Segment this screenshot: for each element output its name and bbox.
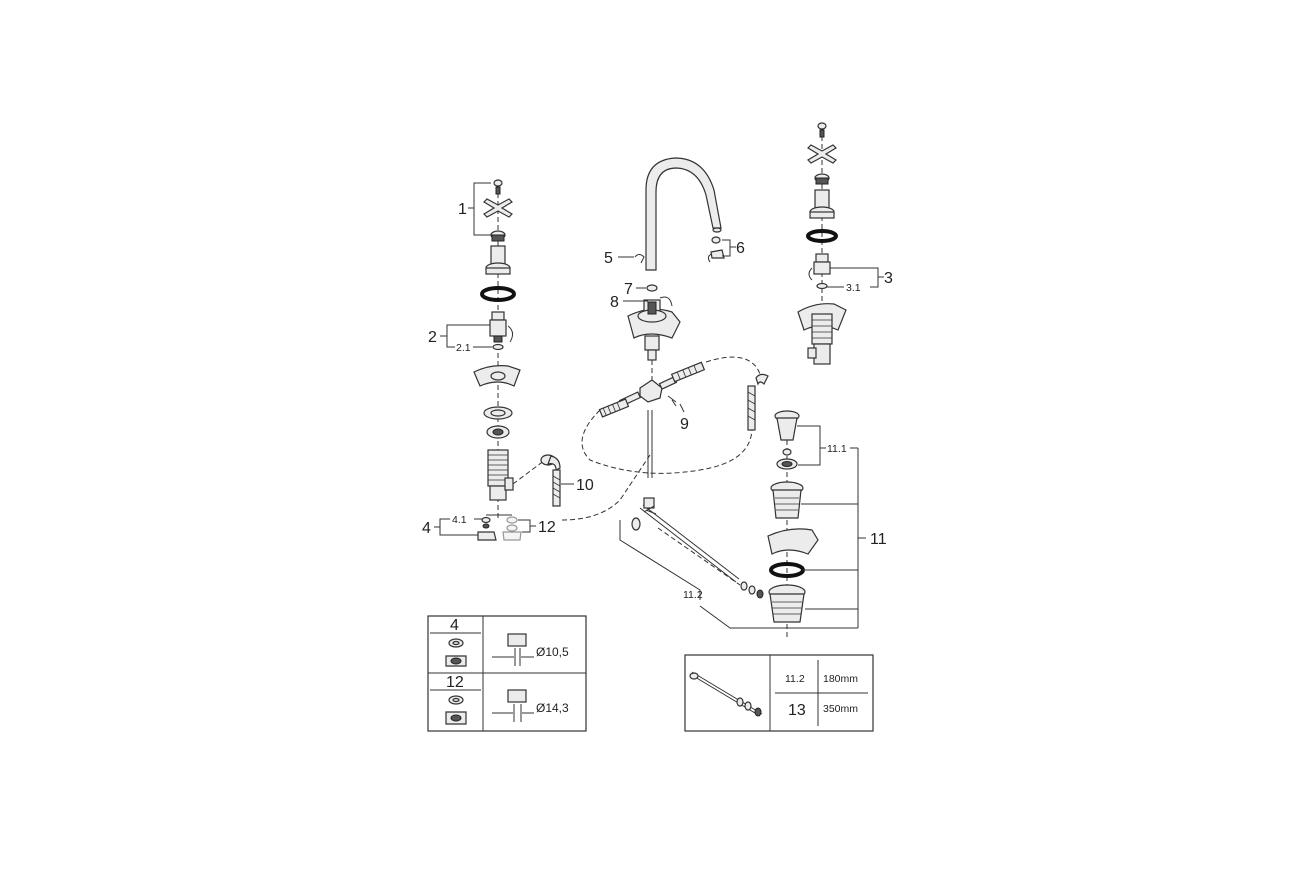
label-11-1: 11.1 — [827, 443, 847, 455]
label-12: 12 — [538, 519, 556, 536]
label-4-1: 4.1 — [452, 514, 467, 526]
left-valve-assembly — [473, 179, 561, 541]
label-5: 5 — [604, 250, 613, 267]
length-row-1-part: 11.2 — [785, 673, 805, 685]
length-table: 11.2 180mm 13 350mm — [684, 654, 874, 732]
label-2-1: 2.1 — [456, 342, 471, 354]
length-row-2-length: 350mm — [823, 703, 858, 715]
drain-assembly — [631, 410, 819, 640]
length-row-1-length: 180mm — [823, 673, 858, 685]
label-6: 6 — [736, 240, 745, 257]
table-row-2-diameter: Ø14,3 — [536, 701, 569, 715]
spout-assembly — [561, 157, 761, 521]
callout-leaders — [434, 182, 884, 629]
left-cap — [493, 179, 503, 187]
label-3-1: 3.1 — [846, 282, 861, 294]
label-10: 10 — [576, 477, 594, 494]
label-7: 7 — [624, 281, 633, 298]
label-1: 1 — [458, 201, 467, 218]
table-row-1-diameter: Ø10,5 — [536, 645, 569, 659]
label-8: 8 — [610, 294, 619, 311]
left-cross-handle — [483, 198, 513, 218]
diameter-table: 4 Ø10,5 12 Ø14,3 — [427, 615, 587, 732]
label-2: 2 — [428, 329, 437, 346]
label-11-2: 11.2 — [683, 589, 703, 601]
length-row-2-part: 13 — [788, 702, 806, 719]
label-11: 11 — [870, 531, 887, 548]
label-9: 9 — [680, 416, 689, 433]
table-row-1-part: 4 — [450, 617, 459, 634]
right-valve-assembly — [747, 122, 847, 431]
label-3: 3 — [884, 270, 893, 287]
table-row-2-part: 12 — [446, 674, 464, 691]
part-labels: 1 2 2.1 3 3.1 4 4.1 5 6 7 8 9 10 11 11.1… — [422, 201, 893, 601]
label-4: 4 — [422, 520, 431, 537]
gooseneck-spout — [645, 157, 722, 271]
